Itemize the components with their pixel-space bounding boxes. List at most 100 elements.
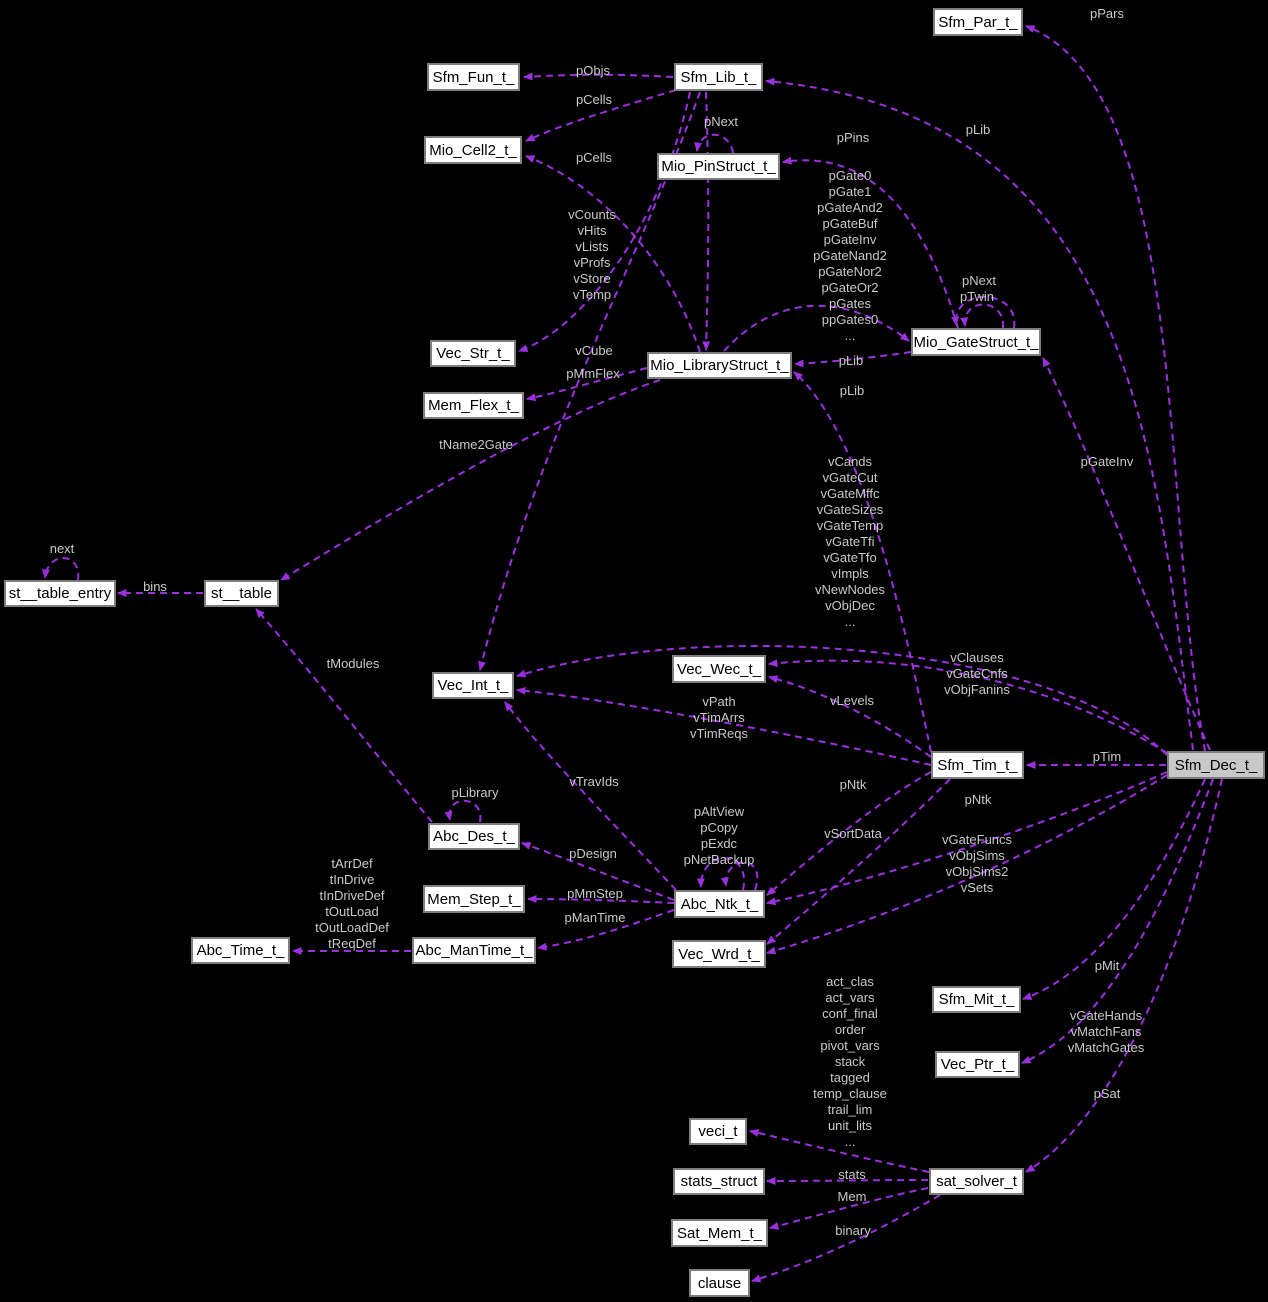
- edge-tName2Gate: [280, 379, 661, 581]
- edge-label-line: pNext: [704, 114, 738, 129]
- edge-pNext-pin: [694, 133, 734, 154]
- node-stats-struct[interactable]: stats_struct: [673, 1168, 765, 1195]
- edge-label-line: stats: [838, 1167, 866, 1182]
- node-mio-gatestruct[interactable]: Mio_GateStruct_t_: [911, 328, 1041, 356]
- node-st-table-entry[interactable]: st__table_entry: [4, 580, 116, 607]
- node-sfm-par[interactable]: Sfm_Par_t_: [933, 8, 1023, 36]
- edge-label-line: vCands: [827, 454, 873, 469]
- edge-label-line: vTimReqs: [689, 726, 749, 741]
- edge-pGateInv: [1042, 357, 1211, 751]
- edge-label-line: pMmStep: [567, 886, 623, 901]
- edge-label-line: vGateTemp: [816, 518, 884, 533]
- node-mio-librarystruct[interactable]: Mio_LibraryStruct_t_: [647, 352, 792, 379]
- edge-label-line: vProfs: [573, 255, 611, 270]
- edge-label-line: tInDrive: [329, 872, 375, 887]
- node-abc-des[interactable]: Abc_Des_t_: [428, 823, 520, 850]
- node-mem-flex[interactable]: Mem_Flex_t_: [423, 392, 524, 419]
- edge-label-line: pGateInv: [823, 232, 877, 247]
- edge-label-line: vSortData: [824, 826, 882, 841]
- edge-label-tName2Gate: tName2Gate: [439, 437, 513, 453]
- edge-label-line: pManTime: [564, 910, 626, 925]
- node-sfm-dec[interactable]: Sfm_Dec_t_: [1167, 751, 1265, 779]
- edge-label-pLib-mid1: pLib: [839, 353, 864, 369]
- node-abc-time[interactable]: Abc_Time_t_: [191, 937, 290, 964]
- edge-label-line: tagged: [830, 1070, 870, 1085]
- edge-label-pSat: pSat: [1094, 1086, 1121, 1102]
- node-abc-mantime[interactable]: Abc_ManTime_t_: [412, 937, 536, 964]
- edge-label-line: temp_clause: [813, 1086, 887, 1101]
- edge-label-stats: stats: [838, 1167, 865, 1183]
- edge-label-line: vImpls: [831, 566, 869, 581]
- node-vec-ptr[interactable]: Vec_Ptr_t_: [935, 1051, 1020, 1078]
- node-sfm-lib[interactable]: Sfm_Lib_t_: [674, 63, 763, 91]
- edge-label-pNtk-1: pNtk: [840, 777, 867, 793]
- edge-pObjs: [523, 72, 674, 81]
- edge-label-line: pNtk: [964, 792, 992, 807]
- edge-pNtk-1: [766, 771, 932, 896]
- node-abc-ntk[interactable]: Abc_Ntk_t_: [674, 890, 765, 918]
- edge-label-line: pSat: [1093, 1086, 1121, 1101]
- edge-pMmStep: [527, 895, 675, 904]
- edge-label-line: vLevels: [829, 693, 875, 708]
- node-vec-wec[interactable]: Vec_Wec_t_: [672, 655, 766, 683]
- edge-label-pMmFlex: pMmFlex: [566, 366, 619, 382]
- edge-label-vCube: vCube: [575, 343, 613, 359]
- edge-label-line: vObjSims: [949, 848, 1005, 863]
- edge-label-line: pLib: [838, 353, 864, 368]
- edge-label-line: act_clas: [826, 974, 874, 989]
- edge-label-line: tInDriveDef: [319, 888, 385, 903]
- edge-pNtk-2: [766, 771, 1168, 906]
- edge-label-line: pDesign: [569, 846, 617, 861]
- node-sat-mem[interactable]: Sat_Mem_t_: [671, 1219, 768, 1247]
- node-vec-wrd[interactable]: Vec_Wrd_t_: [672, 940, 766, 968]
- edge-label-line: vObjSims2: [945, 864, 1009, 879]
- edge-label-line: vTemp: [572, 287, 612, 302]
- edge-pLib-top: [765, 77, 1194, 751]
- edge-pDesign: [521, 842, 675, 901]
- edge-pTwin: [951, 295, 1016, 329]
- edge-label-line: pTwin: [960, 289, 994, 304]
- edge-label-line: tOutLoad: [325, 904, 379, 919]
- edge-label-line: pGateAnd2: [817, 200, 883, 215]
- node-veci[interactable]: veci_t: [689, 1118, 747, 1145]
- edge-label-line: vGateSizes: [816, 502, 884, 517]
- node-vec-int[interactable]: Vec_Int_t_: [432, 672, 514, 699]
- edge-ntk-self1: [696, 857, 746, 891]
- edge-label-pPars: pPars: [1090, 6, 1124, 22]
- edge-label-line: ...: [844, 1134, 856, 1149]
- node-mio-cell2[interactable]: Mio_Cell2_t_: [424, 136, 522, 164]
- edge-label-line: conf_final: [822, 1006, 878, 1021]
- edge-label-line: vMatchFans: [1070, 1024, 1142, 1039]
- edge-label-line: pMit: [1094, 958, 1120, 973]
- edge-vCube: [518, 91, 691, 353]
- node-sfm-mit[interactable]: Sfm_Mit_t_: [932, 986, 1021, 1013]
- node-vec-str[interactable]: Vec_Str_t_: [430, 340, 516, 367]
- node-clause[interactable]: clause: [689, 1269, 750, 1297]
- node-st-table[interactable]: st__table: [204, 580, 279, 607]
- edge-lib-down: [702, 91, 711, 351]
- node-mio-pinstruct[interactable]: Mio_PinStruct_t_: [657, 153, 780, 180]
- edge-label-line: pGateNor2: [818, 264, 882, 279]
- edge-label-line: vTravIds: [569, 774, 619, 789]
- edge-label-line: pGate1: [828, 184, 872, 199]
- edge-label-line: pGateOr2: [821, 280, 879, 295]
- edge-next: [41, 557, 80, 581]
- node-sat-solver[interactable]: sat_solver_t: [929, 1168, 1024, 1195]
- edge-label-vTravIds: vTravIds: [569, 774, 618, 790]
- node-sfm-tim[interactable]: Sfm_Tim_t_: [931, 751, 1024, 779]
- node-mem-step[interactable]: Mem_Step_t_: [423, 885, 525, 913]
- edge-label-line: vGateCut: [822, 470, 878, 485]
- edge-label-pNext-gate: pNext: [962, 273, 996, 289]
- node-sfm-fun[interactable]: Sfm_Fun_t_: [427, 63, 520, 91]
- edge-pCells-1: [525, 89, 677, 142]
- edge-label-line: tOutLoadDef: [315, 920, 389, 935]
